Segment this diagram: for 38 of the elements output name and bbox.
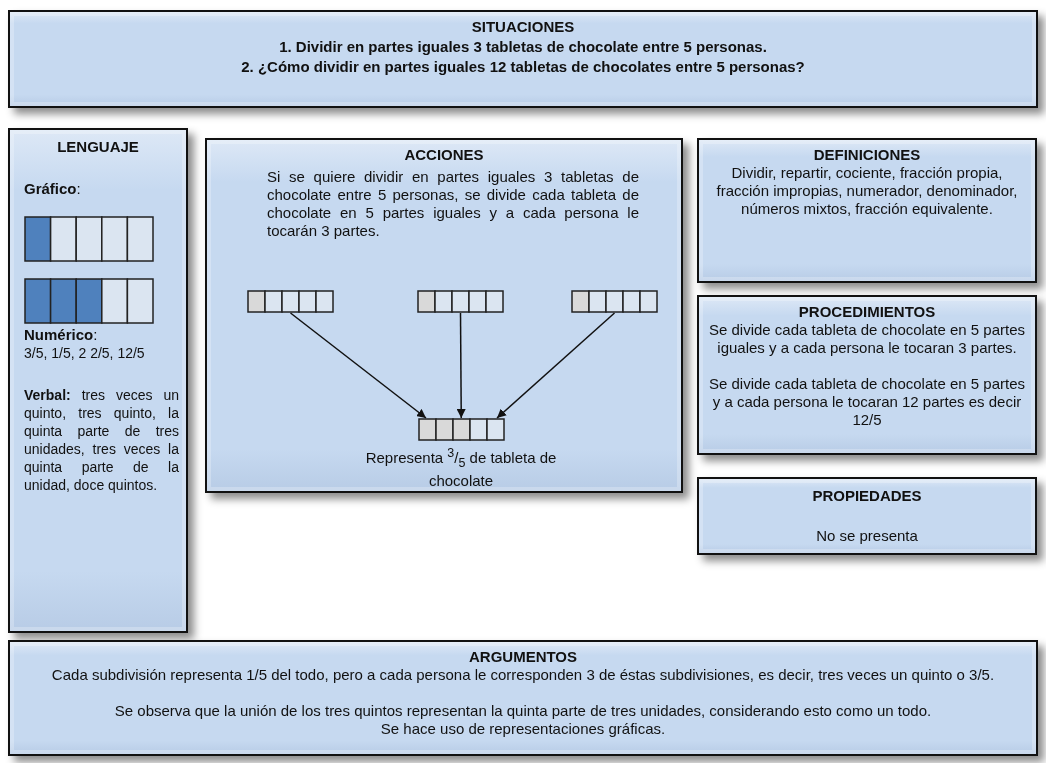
section-heading: LENGUAJE	[56, 138, 140, 156]
section-text: 3/5, 1/5, 2 2/5, 12/5	[24, 344, 146, 362]
section-text: Se hace uso de representaciones gráficas.	[379, 720, 667, 738]
section-heading: PROCEDIMIENTOS	[797, 303, 937, 321]
section-text: Si se quiere dividir en partes iguales 3 tabletas de chocolate entre 5 personas, se divide cada tableta de chocolate en 5 partes iguales y a cada persona le tocarán 3 partes.	[267, 168, 639, 240]
section-heading: PROPIEDADES	[811, 487, 923, 505]
section-panel	[8, 128, 188, 633]
fraction-bar	[417, 290, 504, 313]
section-panel	[697, 477, 1037, 555]
section-text: 1. Dividir en partes iguales 3 tabletas de chocolate entre 5 personas.	[278, 38, 768, 56]
section-panel	[205, 138, 683, 493]
section-panel	[8, 640, 1038, 756]
section-text: No se presenta	[815, 527, 919, 545]
section-heading: SITUACIONES	[470, 18, 576, 36]
fraction-bar	[247, 290, 334, 313]
section-text: Se observa que la unión de los tres quintos representan la quinta parte de tres unidades, considerando esto como un todo.	[113, 702, 933, 720]
section-panel	[697, 138, 1037, 283]
fraction-bar	[418, 418, 505, 441]
arrow	[496, 312, 616, 419]
section-heading: ARGUMENTOS	[467, 648, 579, 666]
section-text: Dividir, repartir, cociente, fracción propia, fracción impropias, numerador, denominador, números mixtos, fracción equivalente.	[715, 164, 1019, 218]
section-text: Se divide cada tableta de chocolate en 5 partes iguales y a cada persona le tocaran 3 partes.	[707, 321, 1027, 357]
section-panel	[697, 295, 1037, 455]
section-text: Numérico:	[24, 326, 99, 344]
section-heading: DEFINICIONES	[812, 146, 922, 164]
section-text: Verbal: tres veces un quinto, tres quinto, la quinta parte de tres unidades, tres veces la quinta parte de la unidad, doce quintos.	[24, 386, 179, 494]
section-text: Cada subdivisión representa 1/5 del todo, pero a cada persona le corresponden 3 de éstas subdivisiones, es decir, tres veces un quinto o 3/5.	[50, 666, 996, 684]
section-text: Gráfico:	[24, 180, 82, 198]
fraction-bar	[24, 216, 154, 262]
fraction-bar	[571, 290, 658, 313]
fraction-bar	[24, 278, 154, 324]
section-heading: ACCIONES	[403, 146, 485, 164]
section-panel	[8, 10, 1038, 108]
arrow	[456, 312, 466, 419]
bar-caption: Representa $^{3}$/$_{5}$ de tableta de chocolate	[364, 445, 558, 490]
section-text: Se divide cada tableta de chocolate en 5 partes y a cada persona le tocaran 12 partes es decir 12/5	[707, 375, 1027, 429]
section-text: 2. ¿Cómo dividir en partes iguales 12 tabletas de chocolates entre 5 personas?	[240, 58, 806, 76]
arrow	[289, 312, 427, 419]
